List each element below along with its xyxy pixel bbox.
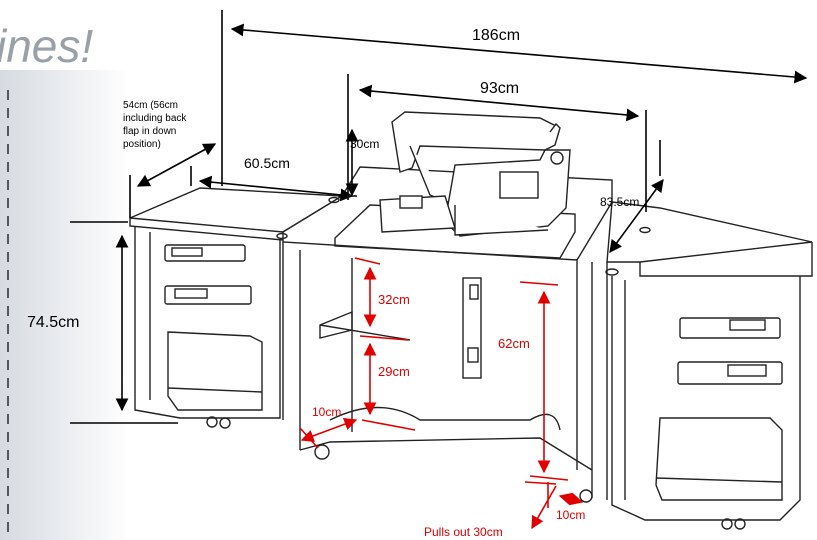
dimension-labels: 186cm 93cm 54cm (56cm including back fla…	[27, 27, 639, 539]
label-depth-left: 60.5cm	[244, 155, 290, 171]
label-shelf-gap-upper: 32cm	[378, 292, 410, 307]
label-pull-out: Pulls out 30cm	[424, 525, 503, 539]
label-depth-line2: including back	[123, 113, 187, 124]
label-width-total: 186cm	[472, 27, 520, 44]
red-dimension-lines	[299, 257, 584, 530]
label-depth-line4: position)	[123, 139, 161, 150]
label-leg-offset-left: 10cm	[312, 405, 341, 419]
label-height-total: 74.5cm	[27, 314, 79, 331]
label-depth-line3: flap in down	[123, 126, 176, 137]
label-machine-height: 30cm	[350, 137, 379, 151]
label-shelf-gap-lower: 29cm	[378, 364, 410, 379]
black-dimension-lines	[70, 10, 808, 424]
label-width-center: 93cm	[480, 80, 519, 97]
background-fade	[0, 70, 130, 540]
label-depth-right: 83.5cm	[600, 195, 639, 209]
heading-text: ines!	[0, 20, 93, 72]
label-leg-offset-right: 10cm	[556, 508, 585, 522]
label-lift-height: 62cm	[498, 336, 530, 351]
label-depth-line1: 54cm (56cm	[123, 100, 178, 111]
sewing-machine-illustration	[379, 111, 571, 237]
